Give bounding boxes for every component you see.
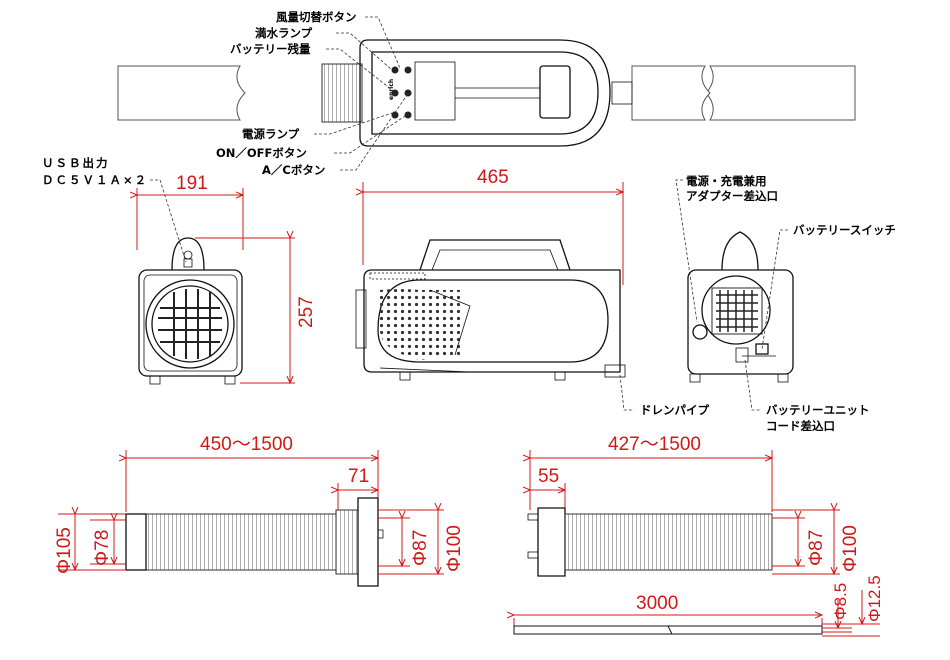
label-full-water-lamp: 満水ランプ [255,26,313,40]
dim-length: 465 [477,167,509,188]
dim-hose-inner: Φ8.5 [831,583,850,620]
top-body [359,39,611,147]
grille [158,289,222,359]
dim-duct2-length: 427〜1500 [608,434,701,455]
label-adapter-line2: アダプター差込口 [686,189,778,203]
duct-2: 427〜1500 55 Φ87 Φ100 [528,434,861,577]
duct-1: 450〜1500 71 Φ105 Φ78 Φ87 Φ100 [54,434,465,587]
label-usb-line1: ＵＳＢ出力 [42,156,110,170]
label-usb-line2: ＤＣ５Ｖ１Ａ×２ [42,173,148,187]
panel-logo-text: enrich [388,79,395,100]
dim-duct1-outer: Φ105 [54,527,75,574]
duct1-hose [145,513,337,571]
control-buttons[interactable] [391,66,412,119]
dim-duct1-collar: 71 [348,466,369,487]
dim-height: 257 [296,296,317,328]
dim-duct1-length: 450〜1500 [200,434,293,455]
label-ac-button: A／Cボタン [262,163,325,177]
label-adapter-line1: 電源・充電兼用 [686,174,767,188]
vent-grille [380,289,460,360]
label-on-off-button: ON／OFFボタン [216,146,307,160]
dim-duct1-end-inner: Φ87 [410,530,431,566]
right-side-view: 電源・充電兼用 アダプター差込口 バッテリースイッチ バッテリーユニット コード… [675,174,896,433]
left-side-view: ＵＳＢ出力 ＤＣ５Ｖ１Ａ×２ 191 257 [42,156,317,385]
dim-duct2-inner: Φ87 [806,530,827,566]
dim-duct2-outer: Φ100 [840,525,861,572]
label-battery-cord-line2: コード差込口 [766,419,835,433]
drain-hose: 3000 Φ8.5 Φ12.5 [514,575,884,637]
dim-duct1-inner: Φ78 [92,530,113,566]
front-body [363,269,621,373]
top-view: enrich 風量切替ボタン 満水ランプ バッテリー残量 電源ランプ ON／OF… [117,10,856,177]
duct2-hose [564,513,773,571]
label-power-lamp: 電源ランプ [242,127,300,141]
label-fan-switch: 風量切替ボタン [276,10,357,24]
dim-duct2-collar: 55 [538,466,559,487]
label-drain-pipe: ドレンパイプ [640,403,709,417]
label-battery-level: バッテリー残量 [230,42,311,56]
dim-width-side: 191 [176,173,208,194]
right-duct-ghost [705,65,856,121]
label-battery-cord-line1: バッテリーユニット [766,403,870,417]
dim-hose-outer: Φ12.5 [865,575,884,622]
left-duct-ghost [117,65,246,121]
dim-duct1-end-outer: Φ100 [444,525,465,572]
front-view: 465 ドレンパイプ [355,167,709,417]
dim-hose-length: 3000 [636,593,678,614]
label-battery-switch: バッテリースイッチ [793,223,896,237]
top-collar [321,63,363,123]
